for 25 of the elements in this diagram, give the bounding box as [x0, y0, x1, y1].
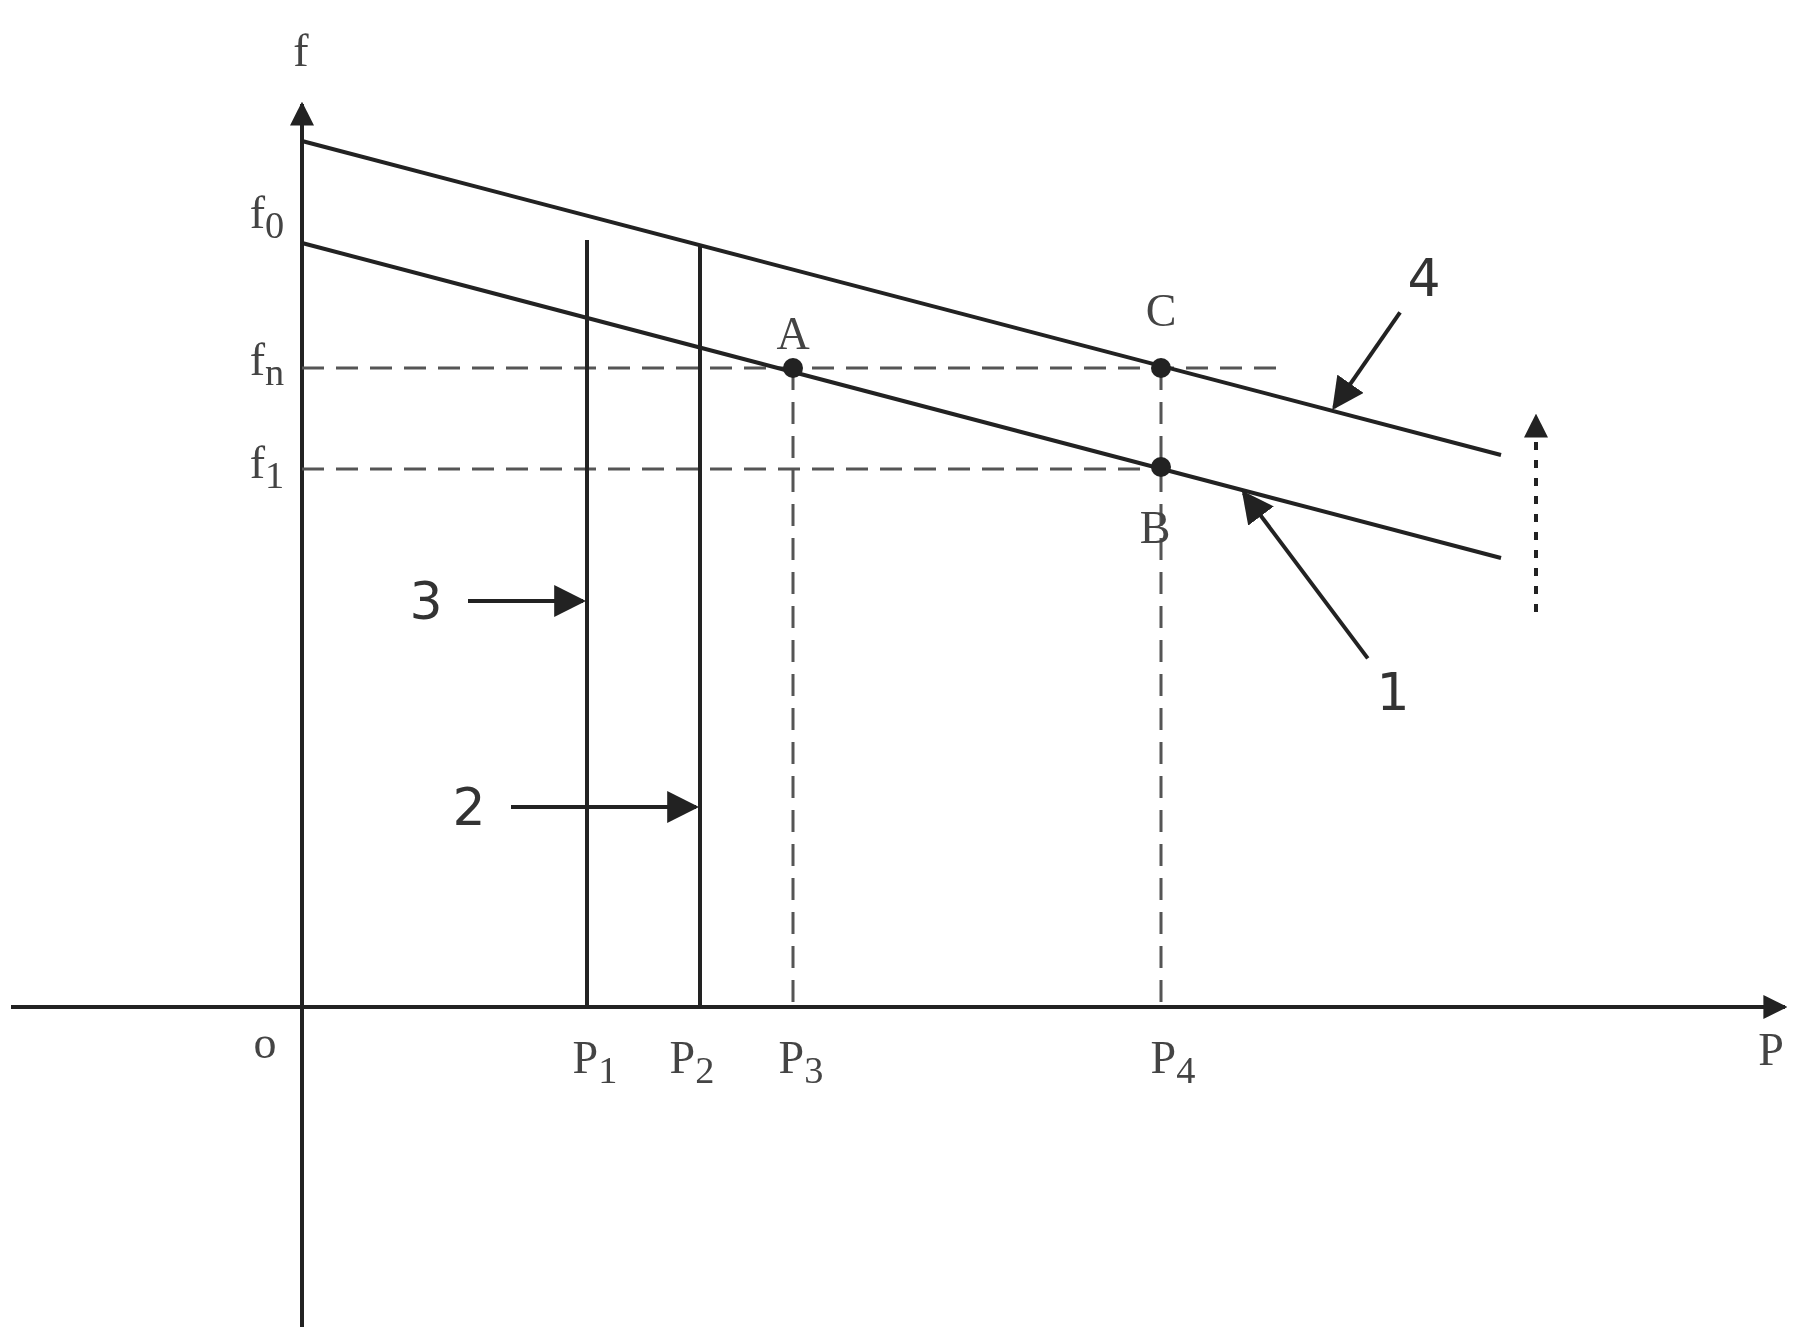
characteristic-line	[301, 139, 1502, 457]
callout-number: 2	[452, 781, 486, 833]
tick-label: P$_{1}$	[572, 1034, 618, 1090]
axis-label: f	[293, 28, 309, 74]
leader-arrow	[1332, 311, 1402, 411]
tick-label: f$_{0}$	[249, 189, 285, 245]
tick-label: P$_{3}$	[778, 1034, 824, 1090]
point-label: B	[1139, 505, 1171, 551]
tick-label: f$_{n}$	[249, 336, 285, 392]
tick-label: f$_{1}$	[249, 439, 285, 495]
leader-arrow	[511, 791, 700, 823]
point-label: A	[776, 311, 810, 357]
point-label: C	[1145, 288, 1177, 334]
callout-number: 4	[1407, 252, 1441, 304]
origin-label: o	[253, 1020, 277, 1066]
axis-label: P	[1758, 1027, 1784, 1073]
callout-number: 1	[1376, 666, 1410, 718]
tick-label: P$_{4}$	[1150, 1034, 1196, 1090]
leader-arrow	[468, 585, 587, 617]
callout-number: 3	[409, 575, 443, 627]
tick-label: P$_{2}$	[669, 1034, 715, 1090]
vertical-line	[698, 244, 702, 1007]
characteristic-line	[301, 241, 1502, 560]
vertical-line	[585, 240, 589, 1007]
leader-arrow	[1241, 490, 1370, 660]
